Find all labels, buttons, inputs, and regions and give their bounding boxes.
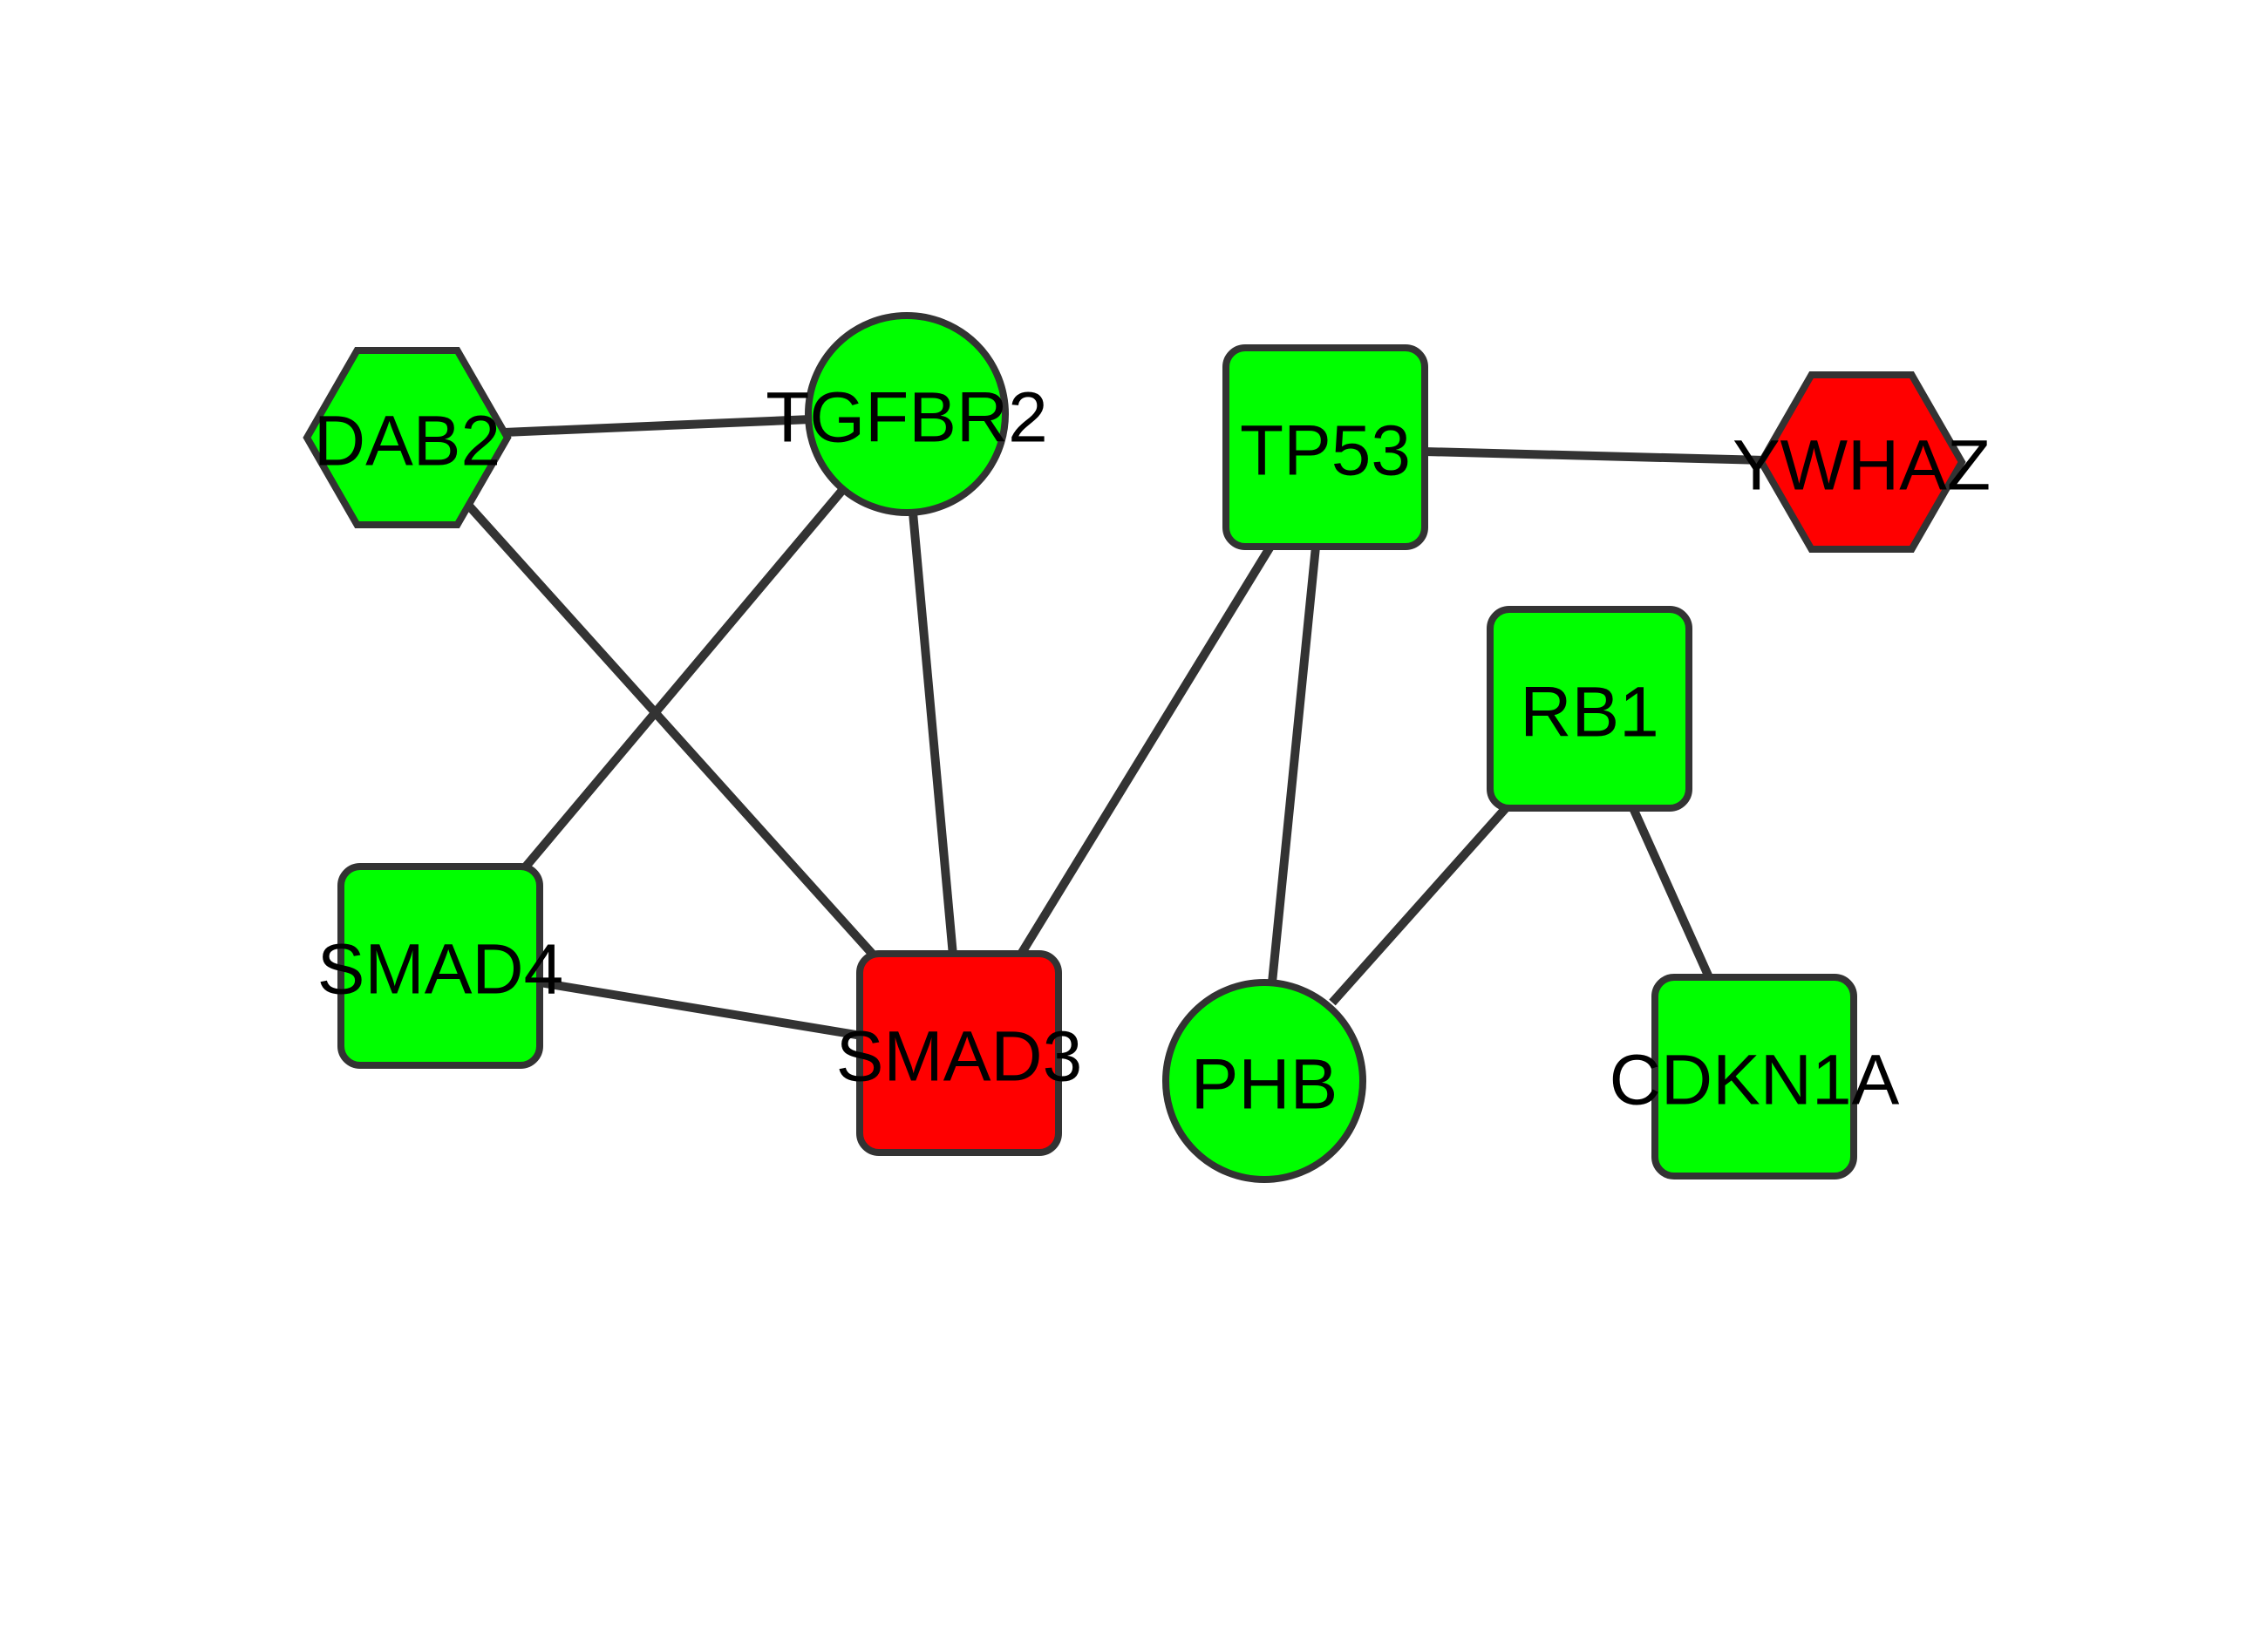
edges-layer [463,415,1767,1040]
node-cdkn1a-roundrect[interactable] [1651,974,1857,1180]
edge-rb1-cdkn1a [1629,806,1713,980]
node-label-rb1: RB1 [1520,673,1659,752]
node-tgfbr2[interactable]: TGFBR2 [766,312,1048,516]
edge-dab2-tgfbr2 [503,415,812,437]
node-tp53[interactable]: TP53 [1222,344,1428,550]
node-label-ywhaz: YWHAZ [1733,426,1991,506]
node-dab2-hexagon[interactable] [303,347,512,528]
edge-tp53-phb [1268,546,1320,983]
node-label-smad3: SMAD3 [836,1017,1083,1097]
node-phb[interactable]: PHB [1162,979,1366,1183]
node-rb1-roundrect[interactable] [1487,606,1692,812]
node-smad4[interactable]: SMAD4 [317,863,564,1069]
node-tgfbr2-circle[interactable] [805,312,1009,516]
node-label-phb: PHB [1191,1045,1338,1125]
node-tp53-roundrect[interactable] [1222,344,1428,550]
node-smad3[interactable]: SMAD3 [836,950,1083,1156]
node-label-cdkn1a: CDKN1A [1610,1041,1900,1120]
edge-rb1-phb [1329,805,1509,1006]
node-smad3-roundrect[interactable] [856,950,1062,1156]
node-phb-circle[interactable] [1162,979,1366,1183]
edge-smad4-smad3 [539,978,862,1040]
node-ywhaz-hexagon[interactable] [1757,371,1966,553]
node-ywhaz[interactable]: YWHAZ [1733,371,1991,553]
node-smad4-roundrect[interactable] [337,863,543,1069]
edge-tgfbr2-smad4 [518,485,848,875]
node-label-tp53: TP53 [1240,411,1411,491]
node-cdkn1a[interactable]: CDKN1A [1610,974,1900,1180]
node-label-smad4: SMAD4 [317,930,564,1010]
edge-tgfbr2-smad3 [909,512,957,956]
node-dab2[interactable]: DAB2 [303,347,512,528]
edge-tp53-smad3 [1016,544,1275,958]
edge-dab2-smad3 [463,500,878,960]
node-label-tgfbr2: TGFBR2 [766,378,1047,458]
node-rb1[interactable]: RB1 [1487,606,1692,812]
edge-tp53-ywhaz [1424,447,1767,465]
node-label-dab2: DAB2 [314,402,500,481]
